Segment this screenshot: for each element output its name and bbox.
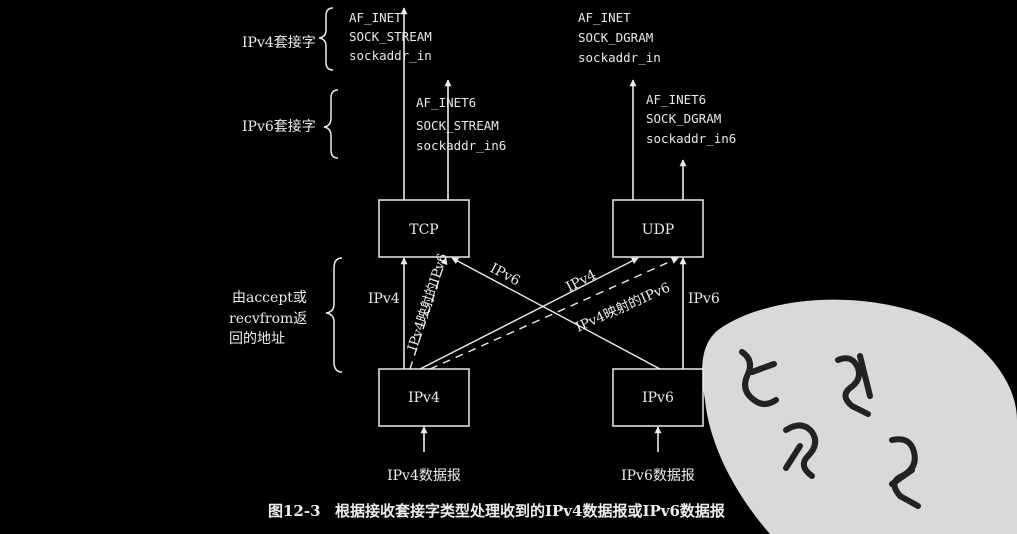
- figure-caption: 根据接收套接字类型处理收到的IPv4数据报或IPv6数据报: [335, 502, 725, 520]
- ipv4-box: [378, 368, 470, 427]
- ipv4-socket-brace: [318, 7, 334, 71]
- ipv4-mapped-to-udp-arrow: [429, 257, 679, 370]
- figure-number: 图12-3: [268, 502, 321, 520]
- udp-box-label: UDP: [642, 222, 674, 238]
- tcp-ipv4-socket-info: AF_INET SOCK_STREAM sockaddr_in: [349, 10, 432, 63]
- tcp-ipv4-addr: sockaddr_in: [349, 48, 432, 63]
- udp-box: [612, 199, 704, 258]
- udp-ipv4-type: SOCK_DGRAM: [578, 30, 653, 45]
- ipv6-box: [612, 368, 704, 427]
- ipv4-box-label: IPv4: [408, 390, 440, 406]
- udp-ipv4-socket-info: AF_INET SOCK_DGRAM sockaddr_in: [578, 10, 661, 65]
- ipv6-box-label: IPv6: [642, 390, 674, 406]
- ipv6-datagram-label: IPv6数据报: [621, 468, 695, 484]
- watermark-seal: [702, 299, 1017, 534]
- udp-ipv6-socket-info: AF_INET6 SOCK_DGRAM sockaddr_in6: [646, 92, 736, 146]
- ipv6-to-tcp-label: IPv6: [487, 260, 523, 289]
- ipv6-to-udp-label: IPv6: [688, 291, 720, 307]
- ipv4-to-udp-label: IPv4: [564, 267, 600, 296]
- ipv4-mapped-to-tcp-arrow: [409, 257, 448, 370]
- returned-address-label: 由accept或 recvfrom返 回的地址: [229, 290, 307, 347]
- ipv6-to-tcp-arrow: [451, 257, 661, 370]
- tcp-box: [378, 199, 470, 258]
- returned-address-line3: 回的地址: [229, 331, 285, 347]
- ipv4-datagram-label: IPv4数据报: [387, 468, 461, 484]
- ipv4-mapped-to-udp-label: IPv4映射的IPv6: [573, 280, 672, 336]
- tcp-ipv6-family: AF_INET6: [416, 95, 476, 110]
- udp-ipv6-type: SOCK_DGRAM: [646, 111, 721, 126]
- ipv6-socket-brace: [323, 89, 339, 159]
- ipv4-socket-label: IPv4套接字: [242, 34, 316, 51]
- tcp-box-label: TCP: [409, 222, 438, 238]
- ipv4-to-udp-arrow: [419, 257, 639, 370]
- udp-ipv4-family: AF_INET: [578, 10, 631, 25]
- returned-address-line2: recvfrom返: [229, 311, 307, 327]
- tcp-ipv4-family: AF_INET: [349, 10, 402, 25]
- udp-ipv6-addr: sockaddr_in6: [646, 131, 736, 146]
- ipv6-socket-label: IPv6套接字: [242, 118, 316, 135]
- ipv4-mapped-to-tcp-label: IPv4映射的IPv6: [405, 252, 452, 354]
- returned-address-line1: 由accept或: [232, 290, 307, 306]
- tcp-ipv6-socket-info: AF_INET6 SOCK_STREAM sockaddr_in6: [416, 95, 506, 153]
- udp-ipv4-addr: sockaddr_in: [578, 50, 661, 65]
- udp-ipv6-family: AF_INET6: [646, 92, 706, 107]
- tcp-ipv6-addr: sockaddr_in6: [416, 138, 506, 153]
- ipv4-to-tcp-label: IPv4: [368, 291, 400, 307]
- tcp-ipv6-type: SOCK_STREAM: [416, 118, 499, 133]
- returned-address-brace: [325, 257, 343, 373]
- tcp-ipv4-type: SOCK_STREAM: [349, 29, 432, 44]
